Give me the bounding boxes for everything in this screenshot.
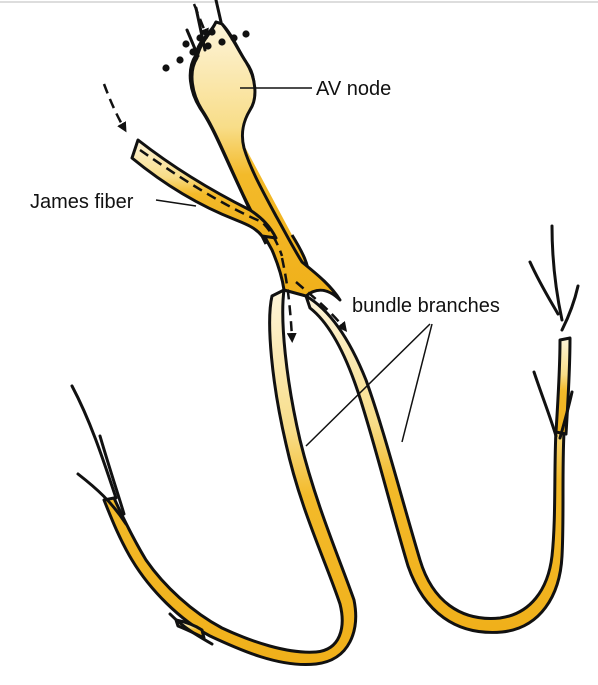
bundle-branches-label: bundle branches	[352, 295, 500, 317]
conduction-fiber	[102, 20, 572, 667]
bundle-branches-leader-left	[305, 323, 431, 447]
bundle-branches-callout: bundle branches	[305, 295, 500, 447]
right-fascicle-upper	[554, 336, 572, 436]
av-node-label: AV node	[316, 78, 391, 100]
james-fiber-leader-line	[155, 199, 197, 207]
conduction-arrows	[102, 3, 348, 343]
his-bundle-shape	[190, 20, 342, 302]
left-bundle-branch-shape	[102, 288, 358, 667]
atrial-input-dots	[162, 28, 250, 72]
james-fiber-shape	[130, 138, 278, 240]
fascicle-terminals	[70, 0, 580, 646]
james-fiber-label: James fiber	[30, 191, 134, 213]
james-fiber-callout: James fiber	[30, 191, 197, 213]
av-node-callout: AV node	[240, 78, 391, 100]
bundle-branches-leader-right	[401, 323, 433, 443]
